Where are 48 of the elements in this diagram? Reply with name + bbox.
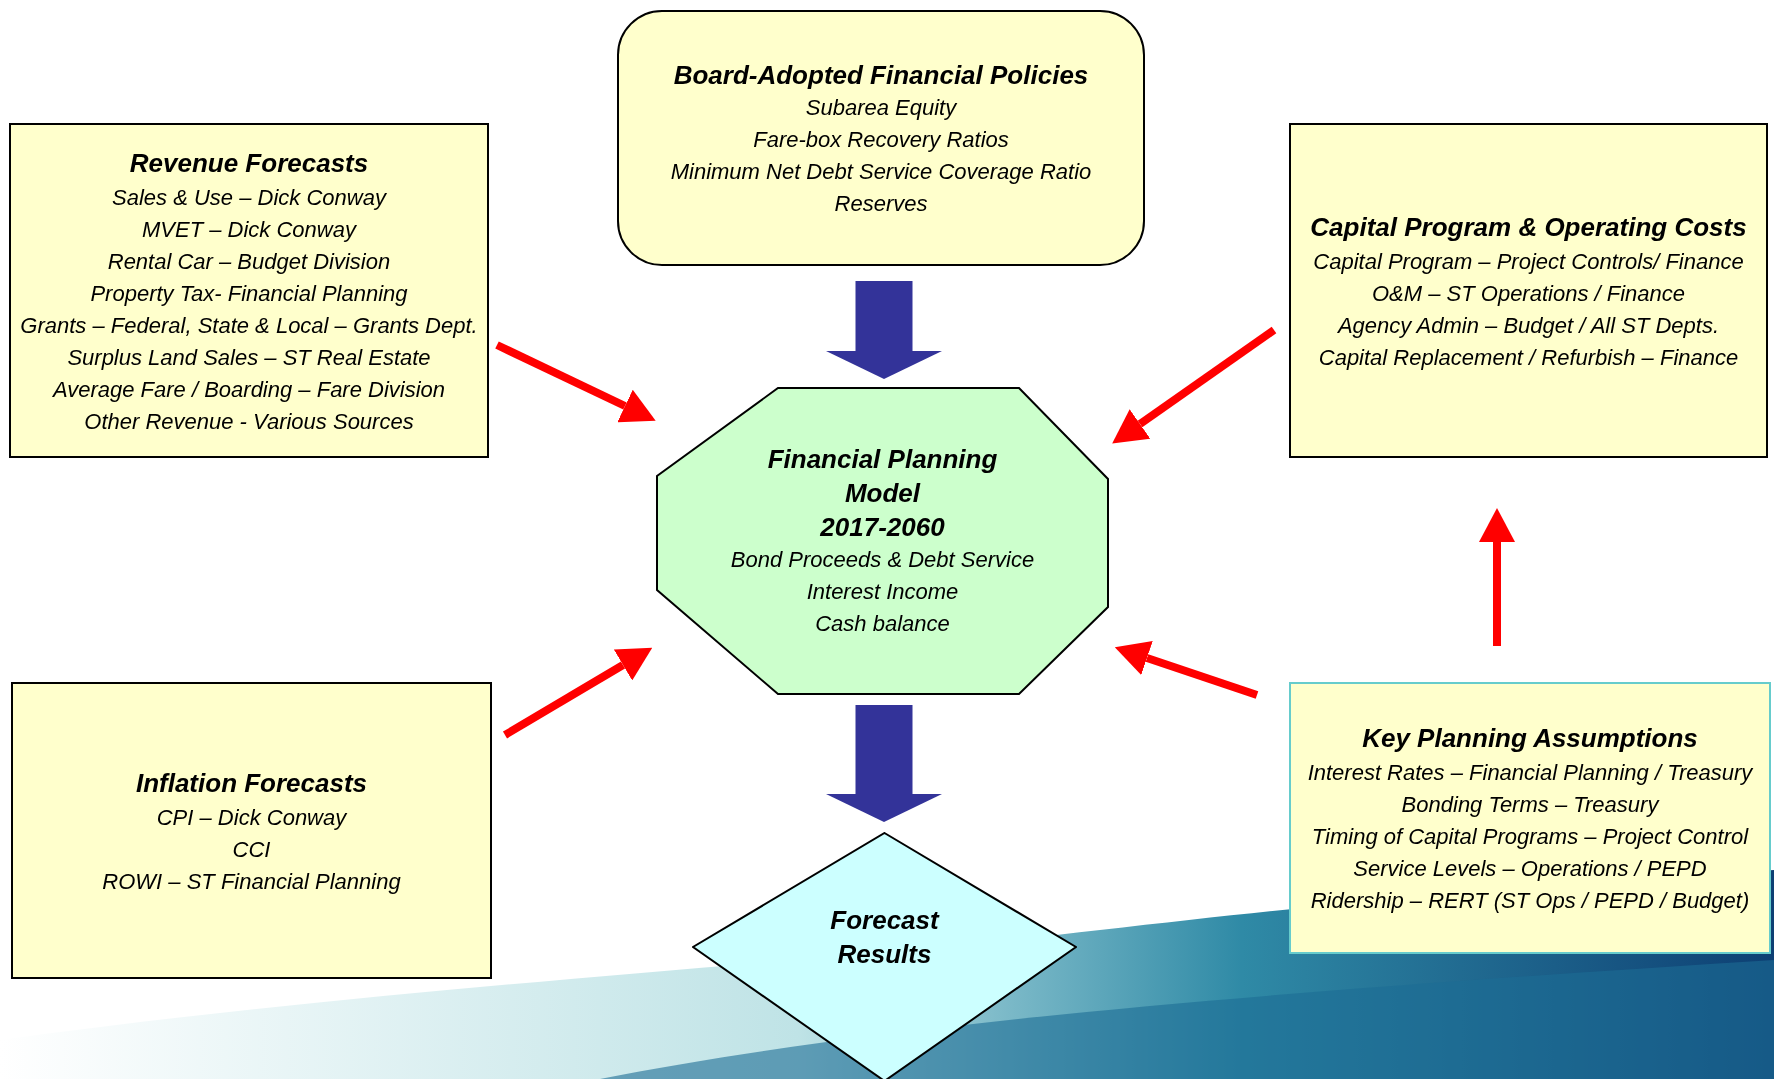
arrow xyxy=(1114,640,1259,699)
node-heading: Inflation Forecasts xyxy=(135,766,368,800)
node-text: ROWI – ST Financial Planning xyxy=(102,867,401,896)
node-text: Reserves xyxy=(834,190,928,218)
node-text: Capital Program – Project Controls/ Finance xyxy=(1313,247,1744,276)
model-octagon xyxy=(656,387,1109,695)
node-text: CPI – Dick Conway xyxy=(156,803,347,832)
node-heading: Key Planning Assumptions xyxy=(1362,722,1698,755)
node-text: Service Levels – Operations / PEPD xyxy=(1353,855,1707,883)
node-text: Average Fare / Boarding – Fare Division xyxy=(52,375,446,404)
node-text: Other Revenue - Various Sources xyxy=(84,407,414,436)
input-box xyxy=(1289,123,1768,458)
node-text: Timing of Capital Programs – Project Control xyxy=(1311,823,1749,851)
input-box xyxy=(1289,682,1771,954)
input-box xyxy=(11,682,492,979)
arrow xyxy=(495,341,656,423)
node-text: Capital Replacement / Refurbish – Finance xyxy=(1318,343,1739,372)
node-text: Bond Proceeds & Debt Service xyxy=(730,546,1035,574)
node-heading: Financial Planning Model xyxy=(767,443,998,510)
node-text: Sales & Use – Dick Conway xyxy=(112,183,386,212)
node-text: Agency Admin – Budget / All ST Depts. xyxy=(1337,311,1720,340)
node-text: Property Tax- Financial Planning xyxy=(90,279,408,308)
node-text: Grants – Federal, State & Local – Grants Dept. xyxy=(20,311,478,340)
node-heading: Forecast Results xyxy=(829,904,941,971)
node-heading: Board-Adopted Financial Policies xyxy=(673,59,1089,92)
node-text: CCI xyxy=(232,835,271,864)
arrow xyxy=(1112,326,1277,444)
node-text: Interest Rates – Financial Planning / Treasury xyxy=(1307,759,1753,787)
node-text: Bonding Terms – Treasury xyxy=(1401,791,1659,819)
node-heading: Capital Program & Operating Costs xyxy=(1310,210,1747,244)
input-box xyxy=(9,123,489,458)
node-heading: 2017-2060 xyxy=(820,511,945,544)
node-text: O&M – ST Operations / Finance xyxy=(1372,279,1685,308)
node-text: Interest Income xyxy=(806,578,959,606)
arrow xyxy=(502,647,653,739)
node-heading: Revenue Forecasts xyxy=(129,146,369,180)
node-text: MVET – Dick Conway xyxy=(142,215,356,244)
block-arrow xyxy=(826,705,942,822)
policy-box xyxy=(617,10,1145,266)
result-diamond xyxy=(692,832,1077,1079)
node-text: Rental Car – Budget Division xyxy=(107,247,391,276)
node-text: Surplus Land Sales – ST Real Estate xyxy=(67,343,431,372)
block-arrow xyxy=(826,281,942,379)
node-text: Fare-box Recovery Ratios xyxy=(753,126,1009,154)
node-text: Subarea Equity xyxy=(805,94,957,122)
node-text: Minimum Net Debt Service Coverage Ratio xyxy=(670,158,1092,186)
node-text: Cash balance xyxy=(815,610,950,638)
node-text: Ridership – RERT (ST Ops / PEPD / Budget) xyxy=(1310,887,1750,915)
